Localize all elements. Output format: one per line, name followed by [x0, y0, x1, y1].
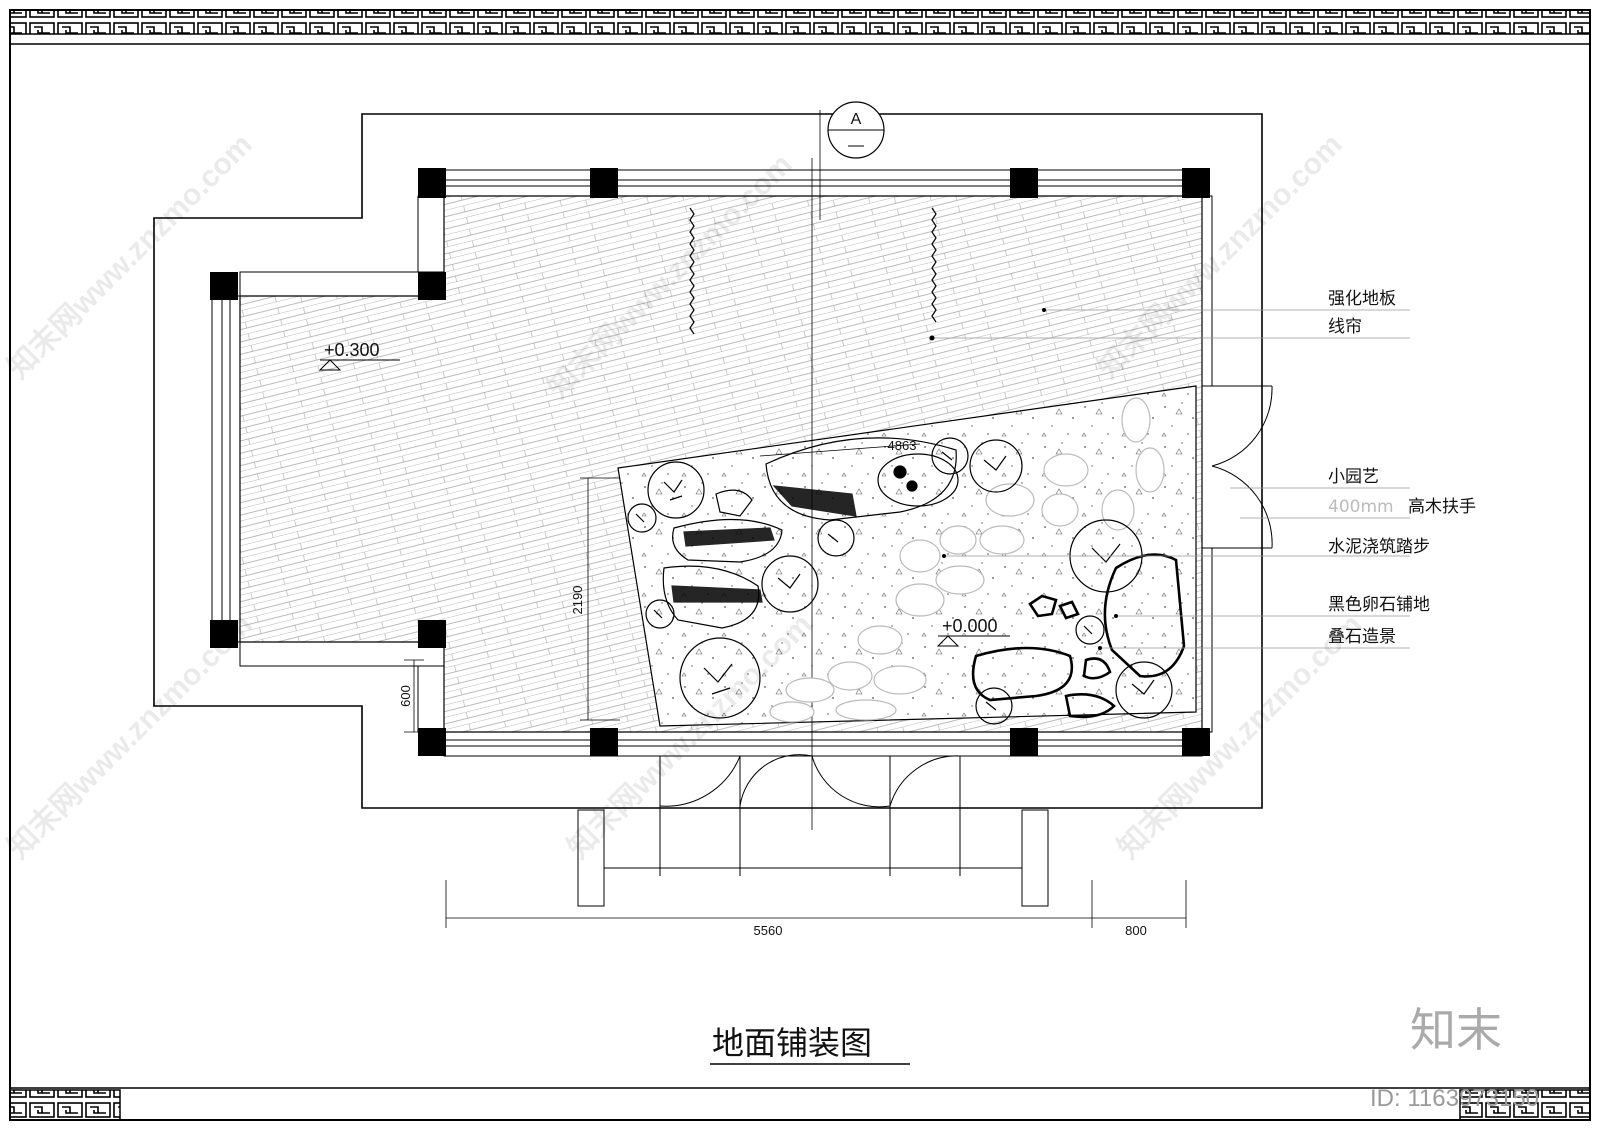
legend-rockery: 叠石造景 [1328, 627, 1396, 647]
sheet-border [9, 9, 1591, 1121]
level-marker-upper: +0.300 [318, 340, 400, 371]
legend-handrail-size: 400mm [1328, 497, 1394, 517]
dimension-lines [404, 443, 1187, 928]
level-upper-text: +0.300 [324, 340, 380, 360]
watermark-id: ID: 1163973150 [1370, 1085, 1539, 1112]
dimension-height-garden: 2190 [570, 586, 585, 615]
legend-line-curtain: 线帘 [1328, 317, 1362, 337]
legend-handrail: 高木扶手 [1408, 497, 1476, 517]
dimension-width-side: 800 [1125, 923, 1147, 938]
drawing-title: 地面铺装图 [712, 1024, 872, 1062]
doors [577, 385, 1273, 907]
dimension-step-depth: 600 [398, 685, 413, 707]
axis-marker-label: A [851, 111, 862, 128]
legend-laminate-floor: 强化地板 [1328, 289, 1396, 309]
level-lower-text: +0.000 [942, 616, 998, 636]
legend: 强化地板 线帘 小园艺 400mm 高木扶手 水泥浇筑踏步 黑色卵石铺地 叠石造… [1328, 289, 1476, 647]
axis-marker: A [827, 101, 885, 159]
site-boundary [153, 113, 1263, 809]
columns [210, 168, 1210, 756]
leader-lines [932, 309, 1410, 649]
rockery-features [971, 553, 1186, 719]
dimension-width-main: 5560 [754, 923, 783, 938]
watermark-site-4: 知末网www.znzmo.com [2, 608, 259, 865]
watermark-brand: 知末 [1410, 1003, 1502, 1057]
dimension-garden-diag: 4863 [888, 438, 917, 453]
legend-concrete-steps: 水泥浇筑踏步 [1328, 537, 1430, 557]
small-garden-beds [662, 437, 959, 629]
leader-dots [929, 308, 1118, 650]
line-curtain [689, 207, 937, 335]
watermark-site-1: 知末网www.znzmo.com [2, 128, 259, 385]
level-marker-lower: +0.000 [936, 616, 1010, 647]
shrub-symbols [627, 437, 1173, 725]
legend-small-garden: 小园艺 [1328, 467, 1379, 487]
legend-black-pebble: 黑色卵石铺地 [1328, 595, 1430, 615]
concrete-stepping-stones [769, 397, 1165, 723]
